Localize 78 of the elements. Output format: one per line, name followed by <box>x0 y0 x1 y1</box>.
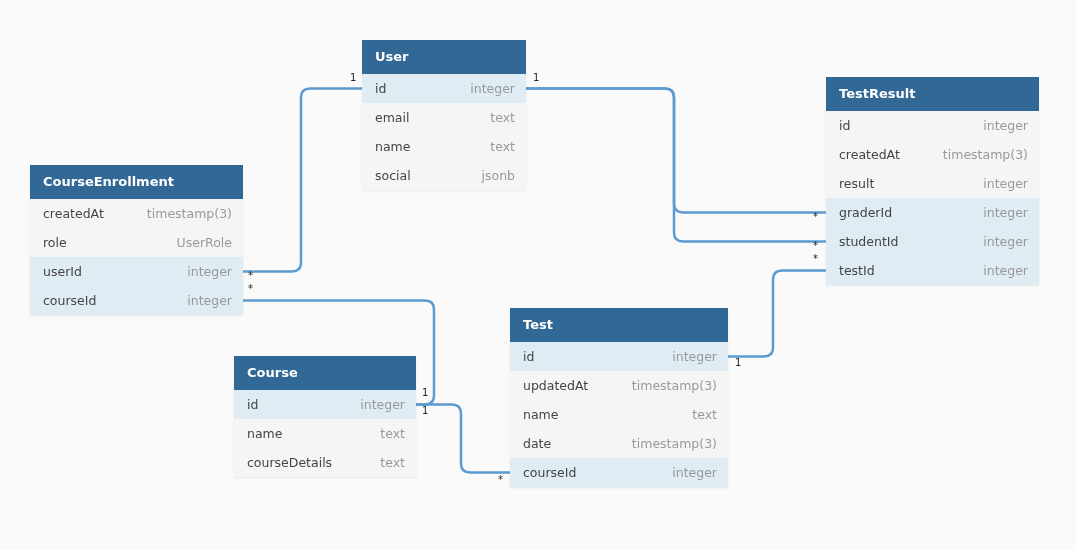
cardinality-label: 1 <box>422 387 429 398</box>
relation-line <box>243 299 436 406</box>
cardinality-label: * <box>813 211 818 222</box>
field-name: courseDetails <box>247 454 333 472</box>
table-row <box>510 342 728 371</box>
field-type: integer <box>187 292 232 310</box>
table-header: Course <box>234 356 416 390</box>
field-type: integer <box>983 204 1028 222</box>
table-row <box>30 286 243 315</box>
table-row <box>362 74 526 103</box>
table-header: Test <box>510 308 728 342</box>
cardinality-label: * <box>813 253 818 264</box>
cardinality-label: 1 <box>735 357 742 368</box>
field-name: updatedAt <box>523 377 589 395</box>
field-type: text <box>380 454 405 472</box>
relation-line <box>416 403 510 474</box>
field-type: text <box>490 109 515 127</box>
entity-table <box>510 308 728 487</box>
field-type: text <box>380 425 405 443</box>
entity-table <box>30 165 243 315</box>
field-name: role <box>43 234 67 252</box>
field-name: name <box>523 406 559 424</box>
field-name: email <box>375 109 410 127</box>
field-name: userId <box>43 263 82 281</box>
field-name: studentId <box>839 233 899 251</box>
field-name: id <box>839 117 851 135</box>
field-type: integer <box>983 117 1028 135</box>
field-name: name <box>375 138 411 156</box>
field-name: testId <box>839 262 875 280</box>
field-name: courseId <box>43 292 97 310</box>
table-header: User <box>362 40 526 74</box>
field-type: integer <box>360 396 405 414</box>
cardinality-label: * <box>498 474 503 485</box>
table-row <box>826 256 1039 285</box>
field-name: createdAt <box>839 146 900 164</box>
cardinality-label: * <box>248 283 253 294</box>
field-type: text <box>692 406 717 424</box>
field-name: id <box>247 396 259 414</box>
relation-line <box>243 87 362 273</box>
table-row <box>30 257 243 286</box>
field-type: integer <box>187 263 232 281</box>
entity-table <box>234 356 416 477</box>
field-type: integer <box>983 175 1028 193</box>
table-header: CourseEnrollment <box>30 165 243 199</box>
field-type: timestamp(3) <box>631 377 717 395</box>
cardinality-label: * <box>248 270 253 281</box>
field-type: integer <box>672 348 717 366</box>
cardinality-label: 1 <box>350 72 357 83</box>
field-name: courseId <box>523 464 577 482</box>
field-name: result <box>839 175 875 193</box>
cardinality-label: 1 <box>422 405 429 416</box>
field-name: date <box>523 435 552 453</box>
field-name: createdAt <box>43 205 104 223</box>
relation-line <box>526 87 826 243</box>
table-row <box>234 390 416 419</box>
table-header: TestResult <box>826 77 1039 111</box>
field-name: id <box>375 80 387 98</box>
relation-line <box>728 269 826 358</box>
entity-table <box>826 77 1039 285</box>
field-type: jsonb <box>481 167 515 185</box>
field-type: timestamp(3) <box>942 146 1028 164</box>
field-type: integer <box>983 262 1028 280</box>
field-type: integer <box>983 233 1028 251</box>
field-name: graderId <box>839 204 893 222</box>
field-type: text <box>490 138 515 156</box>
field-type: timestamp(3) <box>146 205 232 223</box>
field-name: name <box>247 425 283 443</box>
table-row <box>510 458 728 487</box>
entity-table <box>362 40 526 190</box>
field-name: id <box>523 348 535 366</box>
field-type: integer <box>470 80 515 98</box>
field-type: integer <box>672 464 717 482</box>
table-row <box>826 198 1039 227</box>
field-name: social <box>375 167 411 185</box>
cardinality-label: 1 <box>533 72 540 83</box>
field-type: UserRole <box>176 234 232 252</box>
field-type: timestamp(3) <box>631 435 717 453</box>
cardinality-label: * <box>813 240 818 251</box>
